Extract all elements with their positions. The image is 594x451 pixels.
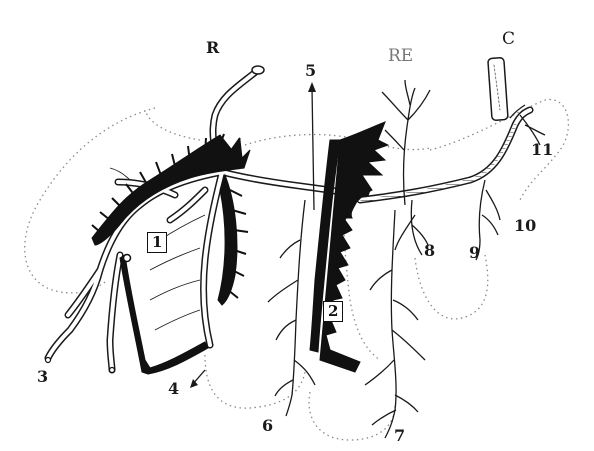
outline-lower-mid [309,392,395,440]
label-C: C [502,31,515,48]
label-3: 3 [37,369,48,385]
label-5: 5 [305,63,316,79]
label-R: R [206,40,219,56]
vessel-end-3 [46,358,51,363]
dotted-outlines [25,100,569,440]
fringe-structures [92,122,388,374]
label-10: 10 [514,218,536,234]
label-2: 2 [323,301,343,322]
arrow-5-head [308,82,316,92]
label-7: 7 [394,428,405,444]
label-8: 8 [424,243,435,259]
label-4: 4 [168,381,179,397]
label-11: 11 [531,142,553,158]
vessel-end-3b [110,368,115,373]
label-1: 1 [147,232,167,253]
label-RE: RE [388,48,413,65]
label-9: 9 [469,245,480,261]
outline-right-low [415,255,488,319]
outline-left-lobe-2 [145,110,200,140]
label-6: 6 [262,418,273,434]
vessel-node [124,255,131,262]
